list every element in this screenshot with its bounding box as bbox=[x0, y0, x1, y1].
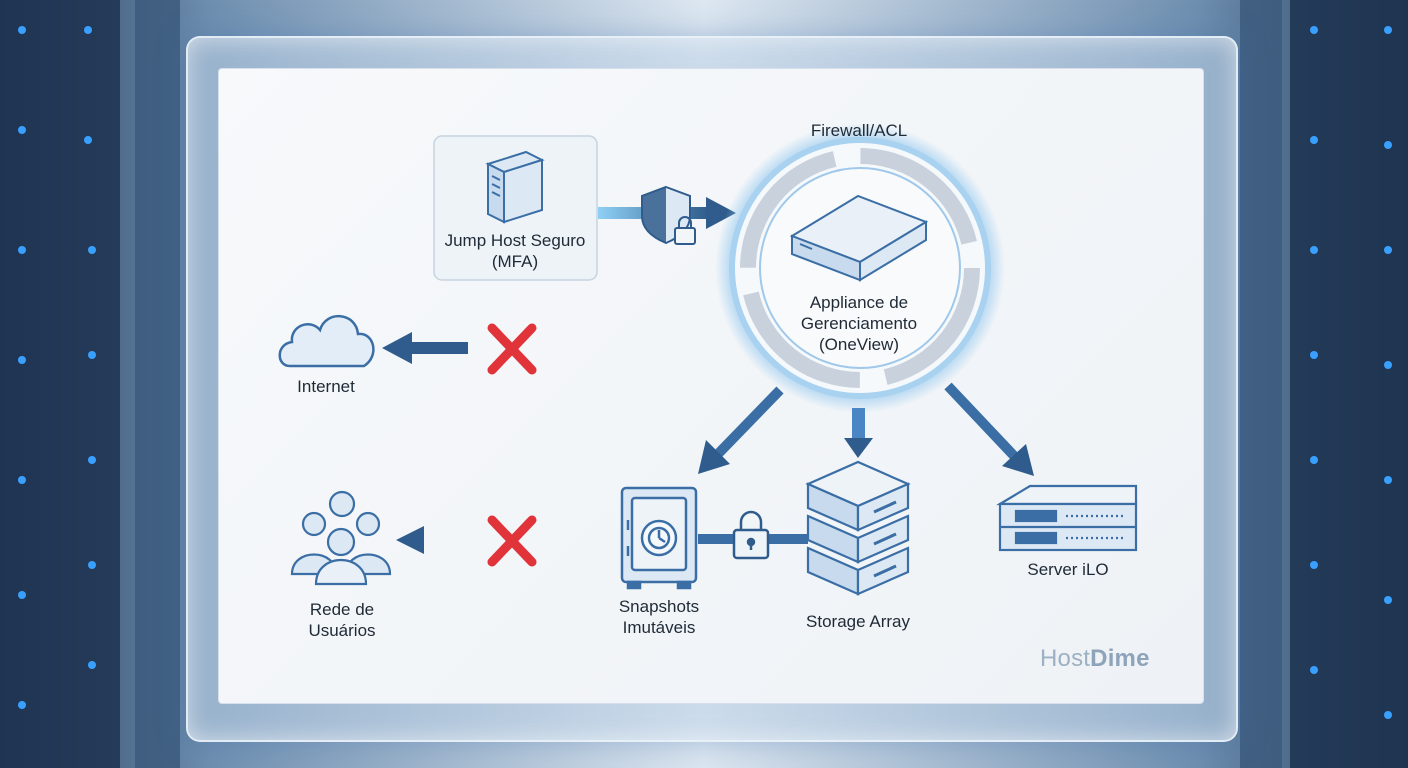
snapshots-label: Snapshots Imutáveis bbox=[619, 596, 699, 638]
server-tower-icon bbox=[485, 150, 545, 224]
users-group-icon bbox=[290, 490, 392, 586]
internet-label: Internet bbox=[297, 377, 355, 396]
rack-server-icon bbox=[996, 484, 1138, 552]
shield-lock-icon bbox=[641, 185, 696, 245]
jump-host-label-line2: (MFA) bbox=[491, 252, 539, 271]
rack-leds bbox=[18, 26, 1392, 719]
brand-part2: Dime bbox=[1090, 645, 1150, 672]
brand-logo: HostDime bbox=[1040, 645, 1150, 673]
appliance-label-line1: Appliance de bbox=[809, 293, 909, 312]
appliance-to-storage-arrow bbox=[844, 408, 873, 458]
appliance-icon bbox=[789, 194, 929, 282]
appliance-label: Appliance de Gerenciamento (OneView) bbox=[801, 292, 917, 355]
jump-host-node bbox=[433, 135, 598, 281]
user-network-label-line1: Rede de bbox=[309, 600, 375, 619]
jump-host-label: Jump Host Seguro (MFA) bbox=[445, 230, 586, 272]
padlock-icon bbox=[732, 510, 770, 560]
firewall-label: Firewall/ACL bbox=[810, 121, 908, 140]
appliance-label-line2: Gerenciamento bbox=[800, 314, 918, 333]
server-ilo-label: Server iLO bbox=[1027, 560, 1109, 579]
appliance-to-snapshots-arrow bbox=[698, 386, 784, 474]
server-rack-right bbox=[1240, 0, 1408, 768]
appliance-to-internet-link bbox=[382, 332, 746, 364]
snapshots-label-line1: Snapshots bbox=[618, 597, 700, 616]
storage-array-icon bbox=[805, 460, 911, 596]
vault-icon bbox=[620, 486, 698, 590]
diagram-panel bbox=[218, 68, 1204, 704]
snapshots-label-line2: Imutáveis bbox=[622, 618, 696, 637]
blocked-x-icon bbox=[487, 515, 537, 567]
storage-label: Storage Array bbox=[806, 612, 910, 631]
blocked-x-icon bbox=[487, 323, 537, 375]
appliance-to-server-ilo-arrow bbox=[944, 382, 1034, 476]
user-network-label-line2: Usuários bbox=[308, 621, 376, 640]
brand-part1: Host bbox=[1040, 645, 1091, 672]
jump-host-label-line1: Jump Host Seguro bbox=[444, 231, 586, 250]
appliance-label-line3: (OneView) bbox=[818, 335, 899, 354]
cloud-icon bbox=[278, 314, 375, 368]
user-network-label: Rede de Usuários bbox=[308, 599, 375, 641]
